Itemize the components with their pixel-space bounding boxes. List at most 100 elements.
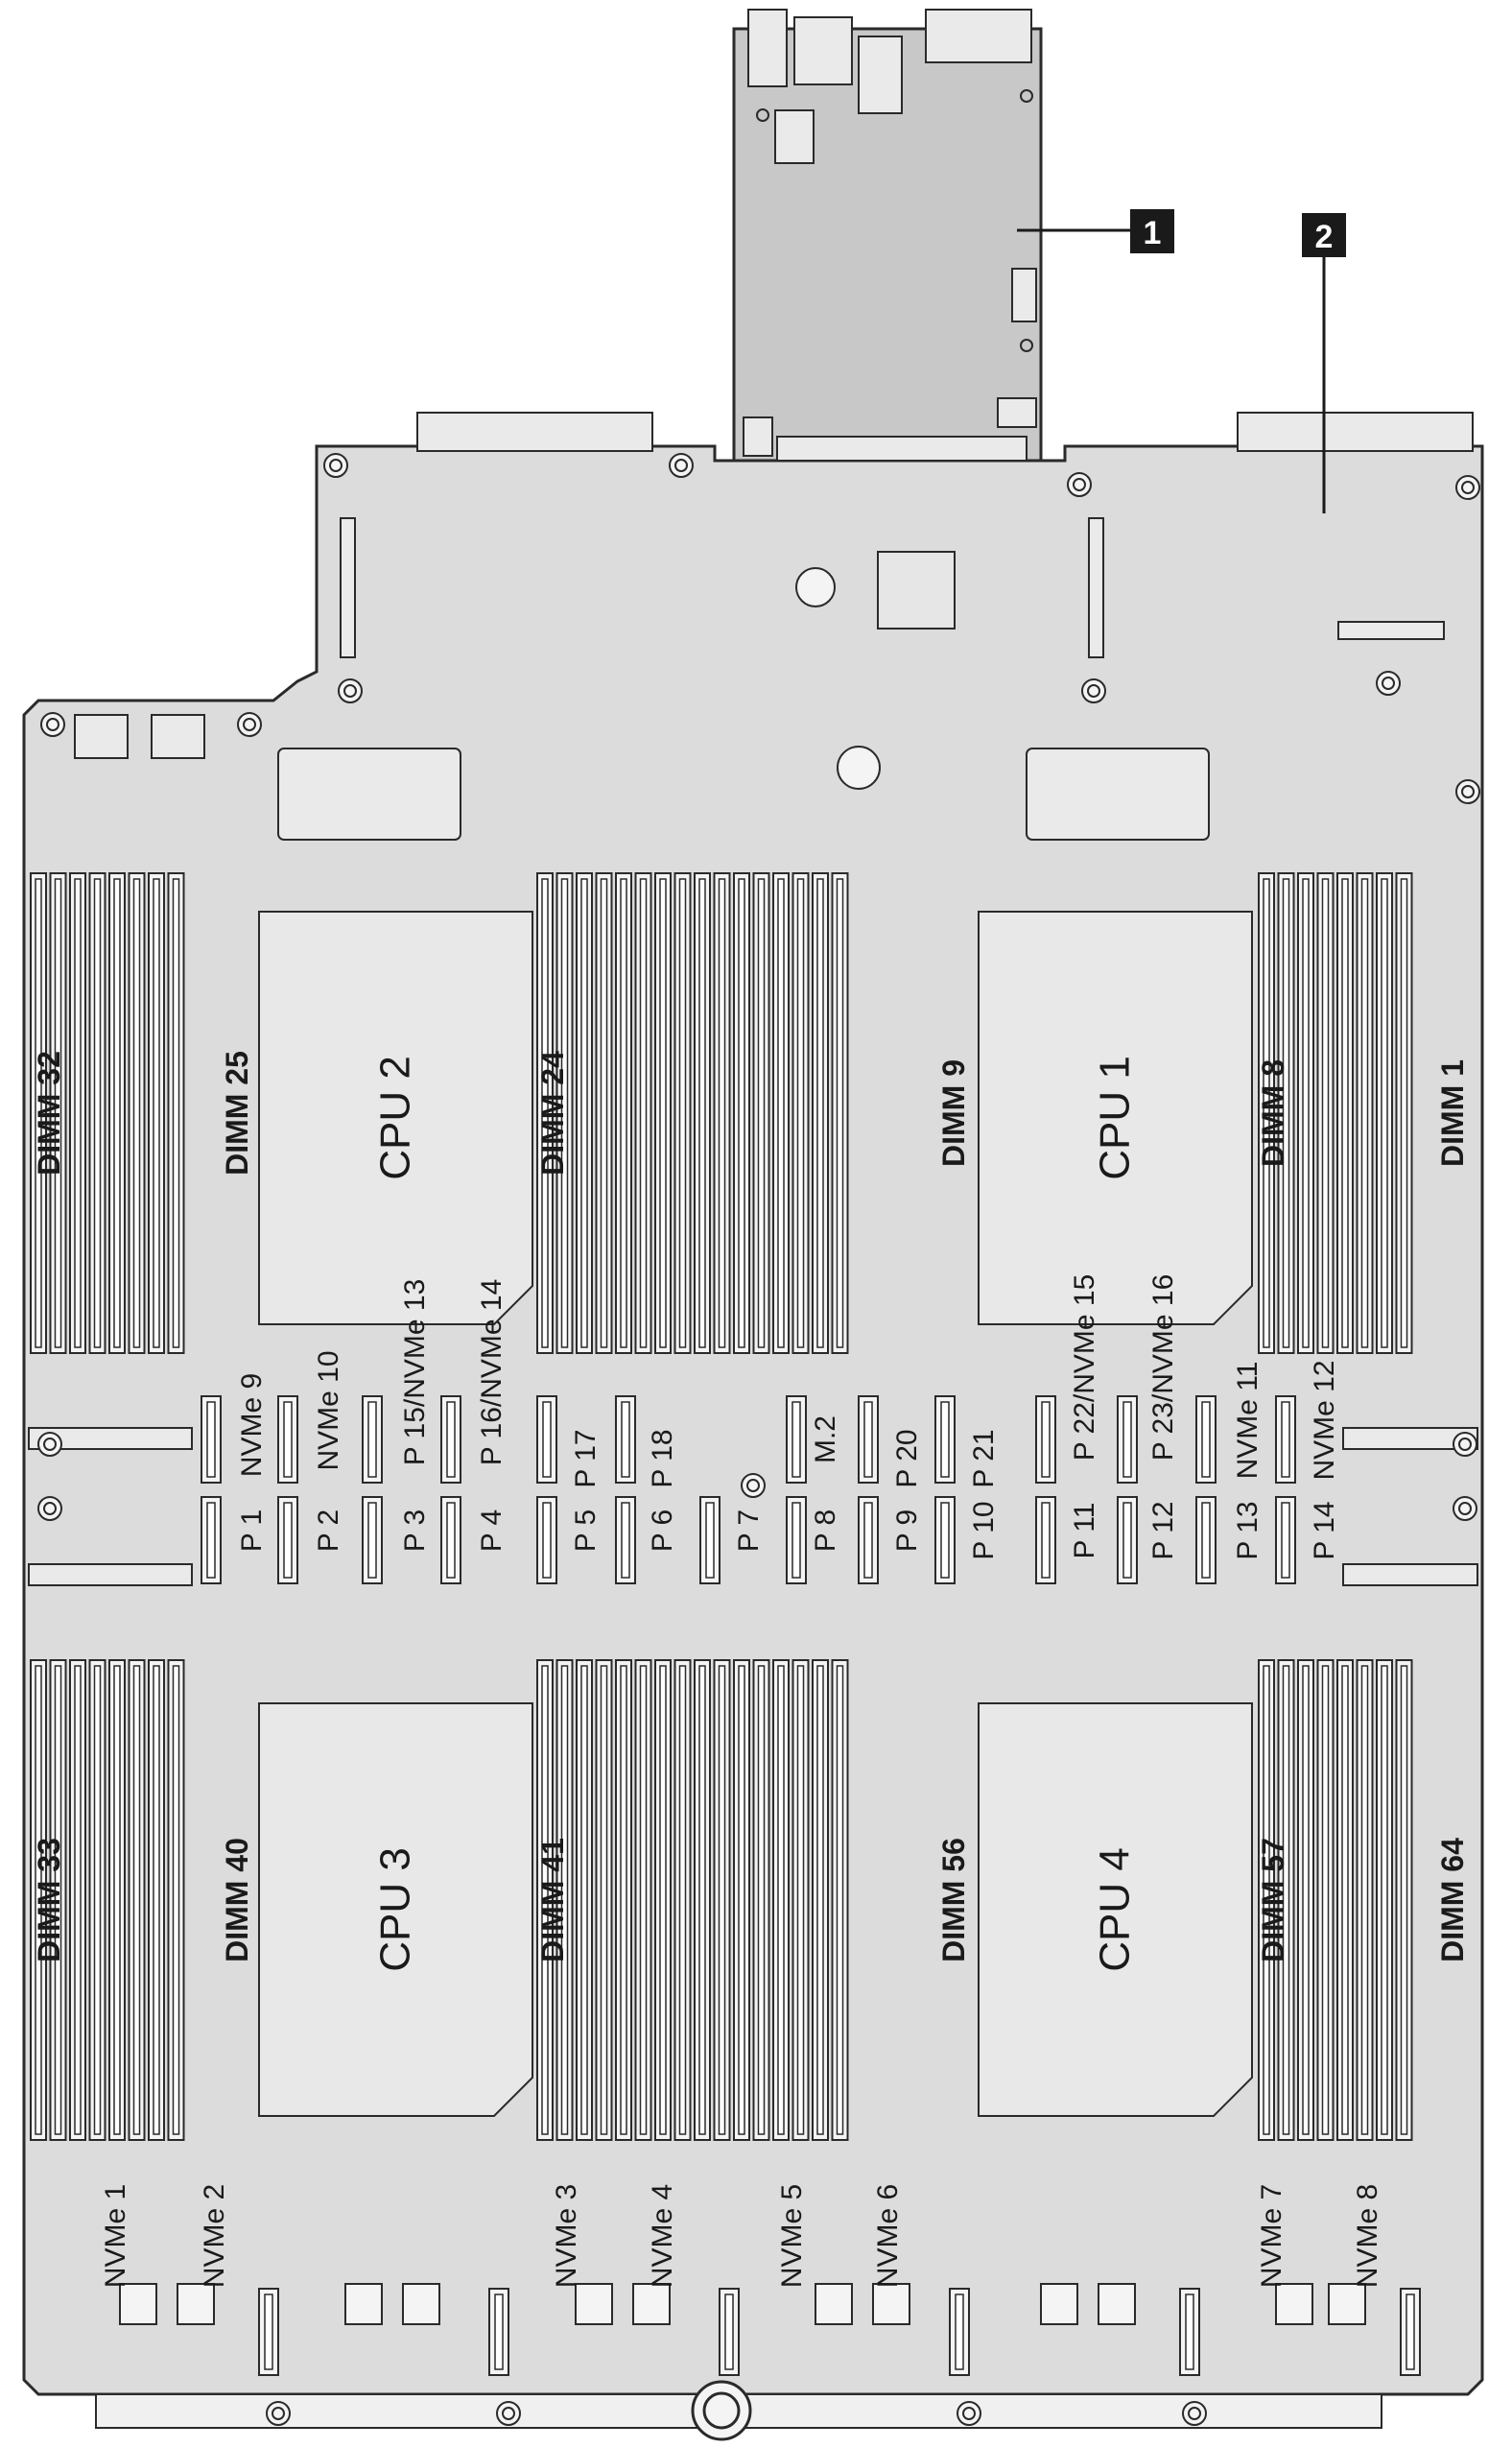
- mounting-screw: [323, 453, 348, 478]
- dimm-slot: [791, 1659, 810, 2141]
- mounting-screw: [1182, 2401, 1207, 2426]
- dimm-slot: [772, 1659, 790, 2141]
- dimm-slot: [615, 1659, 632, 2141]
- dimm-label: DIMM 8: [1256, 1059, 1290, 1167]
- dimm-slot: [69, 872, 86, 1354]
- connector-label: P 7: [733, 1509, 765, 1553]
- dimm-slot: [713, 1659, 731, 2141]
- connector-label: P 6: [647, 1509, 678, 1553]
- dimm-slot: [673, 1659, 692, 2141]
- cpu-socket-1: CPU 2: [258, 911, 533, 1325]
- callout-2: 2: [1302, 213, 1346, 513]
- connector-label: NVMe 10: [313, 1350, 344, 1470]
- fan-connector: [632, 2283, 671, 2325]
- connector-label: P 2: [313, 1509, 344, 1553]
- dimm-slot: [1336, 1659, 1354, 2141]
- dimm-slot: [108, 872, 126, 1354]
- connector-label: P 23/NVMe 16: [1147, 1274, 1179, 1462]
- connector-label: P 15/NVMe 13: [399, 1279, 431, 1466]
- connector-slot: [1400, 2288, 1421, 2376]
- nvme-connector-label: NVMe 5: [776, 2184, 808, 2288]
- dimm-slot: [1297, 872, 1314, 1354]
- connector-slot: [615, 1496, 636, 1584]
- connector-slot: [488, 2288, 509, 2376]
- connector-label: P 13: [1232, 1501, 1264, 1559]
- dimm-slot: [576, 1659, 593, 2141]
- callout-2-number: 2: [1315, 219, 1334, 255]
- dimm-slot: [1376, 872, 1393, 1354]
- dimm-slot: [128, 872, 146, 1354]
- connector-label: P 17: [570, 1429, 602, 1487]
- connector-label: NVMe 9: [236, 1373, 268, 1477]
- dimm-slot: [634, 872, 652, 1354]
- fan-connector: [1328, 2283, 1366, 2325]
- mounting-screw: [237, 712, 262, 737]
- dimm-slot: [167, 872, 185, 1354]
- connector-label: P 1: [236, 1509, 268, 1553]
- connector-label: P 10: [968, 1501, 1000, 1559]
- connector-slot: [1117, 1395, 1138, 1484]
- nvme-connector-label: NVMe 2: [199, 2184, 230, 2288]
- fan-connector: [872, 2283, 910, 2325]
- callout-1: 1: [1017, 209, 1174, 253]
- dimm-slot: [1395, 1659, 1413, 2141]
- fan-connector: [177, 2283, 215, 2325]
- mounting-screw: [1455, 475, 1480, 500]
- dimm-label: DIMM 33: [32, 1838, 66, 1962]
- mounting-screw: [37, 1496, 62, 1521]
- dimm-slot: [615, 872, 632, 1354]
- connectors: [119, 1395, 1421, 2376]
- dimm-slot: [1297, 1659, 1314, 2141]
- mounting-screw: [1453, 1432, 1477, 1457]
- dimm-label: DIMM 1: [1435, 1059, 1470, 1167]
- connector-slot: [858, 1496, 879, 1584]
- management-card: [732, 9, 1043, 463]
- connector-label: M.2: [810, 1415, 841, 1463]
- connector-slot: [786, 1496, 807, 1584]
- dimm-slot: [791, 872, 810, 1354]
- dimm-slot: [148, 872, 165, 1354]
- connector-label: NVMe 11: [1232, 1362, 1264, 1480]
- fan-connector: [1040, 2283, 1078, 2325]
- connector-label: P 21: [968, 1429, 1000, 1487]
- mounting-screw: [338, 678, 363, 703]
- dimm-slot: [831, 1659, 849, 2141]
- cpu-label: CPU 3: [372, 1847, 419, 1972]
- connector-slot: [615, 1395, 636, 1484]
- dimm-slot: [1376, 1659, 1393, 2141]
- dimm-slot: [694, 1659, 711, 2141]
- dimm-slot: [654, 1659, 672, 2141]
- cpu-socket-2: CPU 1: [978, 911, 1253, 1325]
- connector-slot: [362, 1496, 383, 1584]
- nvme-connector-label: NVMe 4: [647, 2184, 678, 2288]
- dimm-slot: [128, 1659, 146, 2141]
- nvme-connector-label: NVMe 6: [872, 2184, 904, 2288]
- dimm-slot: [812, 1659, 829, 2141]
- dimm-slot: [752, 1659, 770, 2141]
- mounting-screw: [266, 2401, 291, 2426]
- connector-label: P 18: [647, 1429, 678, 1487]
- cpu-label: CPU 4: [1092, 1847, 1139, 1972]
- connector-slot: [1035, 1496, 1056, 1584]
- connector-label: P 4: [476, 1509, 508, 1553]
- connector-label: P 12: [1147, 1501, 1179, 1559]
- dimm-slot: [595, 872, 613, 1354]
- connector-slot: [277, 1395, 298, 1484]
- fan-connector: [575, 2283, 613, 2325]
- callout-1-number: 1: [1144, 215, 1162, 251]
- connector-label: P 20: [891, 1429, 923, 1487]
- connector-label: P 14: [1309, 1501, 1340, 1559]
- cpu-label: CPU 2: [372, 1056, 419, 1180]
- connector-slot: [1275, 1395, 1296, 1484]
- connector-slot: [786, 1395, 807, 1484]
- dimm-slot: [831, 872, 849, 1354]
- mounting-screw: [1453, 1496, 1477, 1521]
- mounting-screw: [669, 453, 694, 478]
- dimm-label: DIMM 64: [1435, 1838, 1470, 1962]
- connector-label: P 16/NVMe 14: [476, 1279, 508, 1466]
- dimm-slot: [654, 872, 672, 1354]
- connector-label: P 3: [399, 1509, 431, 1553]
- mounting-screw: [1376, 671, 1401, 696]
- connector-slot: [1117, 1496, 1138, 1584]
